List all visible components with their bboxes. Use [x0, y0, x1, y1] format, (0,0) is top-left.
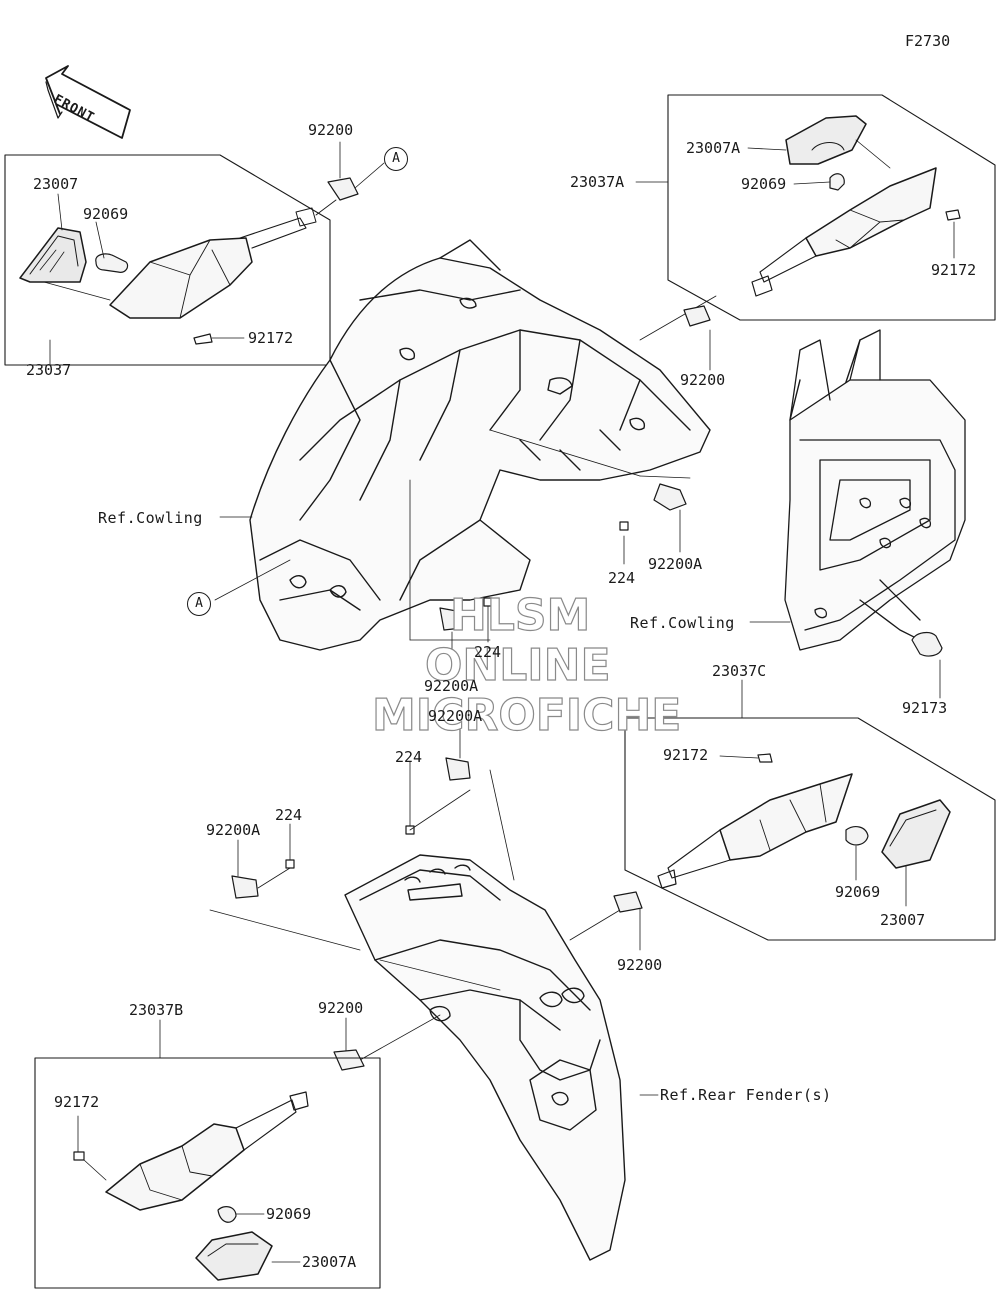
label-23007: 23007 — [33, 175, 79, 193]
ref-cowling-left: Ref.Cowling — [98, 509, 203, 527]
callout-a-top: A — [384, 147, 408, 171]
bulb-92069-icon — [95, 253, 129, 273]
grommet-92200a-c-icon — [445, 757, 471, 781]
grommet-92200-b-icon — [333, 1049, 365, 1071]
assembly-box-23037b — [34, 1057, 381, 1289]
label-23037c: 23037C — [712, 662, 767, 680]
cowling-frame-right-icon — [784, 329, 966, 651]
assembly-box-23037c — [624, 717, 996, 941]
grommet-92200a-d-icon — [231, 875, 259, 899]
ref-rear-fender: Ref.Rear Fender(s) — [660, 1086, 832, 1104]
watermark-line2: ONLINE — [424, 639, 611, 691]
label-92200a-c: 92200A — [428, 707, 483, 725]
bulb-92069-r-icon — [845, 826, 869, 846]
label-23007-r: 23007 — [880, 911, 926, 929]
leader-lines-tr — [635, 139, 955, 371]
turn-signal-lens-23007a-bl-icon — [195, 1231, 273, 1281]
screw-224-d-icon — [285, 859, 295, 869]
label-92200-b: 92200 — [318, 999, 364, 1017]
bulb-92069-tr-icon — [829, 173, 845, 191]
label-92069-bl: 92069 — [266, 1205, 312, 1223]
turn-signal-housing-bl-icon — [105, 1091, 309, 1211]
leader-lines-bl — [77, 1019, 301, 1263]
label-23037: 23037 — [26, 361, 72, 379]
turn-signal-lens-23007-r-icon — [881, 799, 951, 869]
label-92200-top: 92200 — [308, 121, 354, 139]
turn-signal-housing-tr-icon — [751, 167, 937, 297]
screw-224-b-icon — [483, 597, 493, 607]
label-23007a-tr: 23007A — [686, 139, 741, 157]
turn-signal-lens-23007-icon — [19, 227, 87, 283]
label-92069-tl: 92069 — [83, 205, 129, 223]
leader-lines-tl — [43, 141, 385, 366]
label-224-a: 224 — [608, 569, 636, 587]
label-92069-r: 92069 — [835, 883, 881, 901]
turn-signal-housing-r-icon — [657, 773, 853, 889]
rear-fender-icon — [344, 854, 626, 1261]
ref-cowling-right: Ref.Cowling — [630, 614, 735, 632]
label-224-d: 224 — [275, 806, 303, 824]
label-92173: 92173 — [902, 699, 948, 717]
label-92172-bl: 92172 — [54, 1093, 100, 1111]
turn-signal-housing-tl-icon — [109, 199, 337, 319]
callout-a-left: A — [187, 592, 211, 616]
label-92172-tl: 92172 — [248, 329, 294, 347]
label-23037b: 23037B — [129, 1001, 184, 1019]
label-224-c: 224 — [395, 748, 423, 766]
assembly-box-23037 — [4, 154, 331, 366]
label-92200a-a: 92200A — [648, 555, 703, 573]
label-23007a-bl: 23007A — [302, 1253, 357, 1271]
grommet-92200a-a-icon — [653, 483, 687, 511]
front-arrow-icon — [45, 65, 131, 139]
bulb-92069-bl-icon — [217, 1206, 237, 1223]
assembly-box-23037a — [667, 94, 996, 321]
front-cowling-inner-icon — [249, 239, 861, 651]
label-224-b: 224 — [474, 643, 502, 661]
label-23037a: 23037A — [570, 173, 625, 191]
label-92200-mid: 92200 — [680, 371, 726, 389]
watermark-line1: HLSM — [449, 589, 591, 641]
label-92172-r: 92172 — [663, 746, 709, 764]
label-92200a-d: 92200A — [206, 821, 261, 839]
watermark-line3: MICROFICHE — [371, 689, 682, 741]
label-92200-r: 92200 — [617, 956, 663, 974]
grommet-92200-r-icon — [613, 891, 643, 913]
grommet-92200-top-icon — [327, 177, 359, 201]
screw-224-c-icon — [405, 825, 415, 835]
label-92069-tr: 92069 — [741, 175, 787, 193]
screw-92172-tr-icon — [945, 209, 961, 221]
grommet-92200-mid-icon — [683, 305, 711, 327]
leader-lines-fender — [345, 959, 659, 1096]
label-92200a-b: 92200A — [424, 677, 479, 695]
figure-code: F2730 — [905, 32, 951, 50]
label-92172-tr: 92172 — [931, 261, 977, 279]
screw-92172-bl-icon — [73, 1151, 85, 1161]
screw-224-a-icon — [619, 521, 629, 531]
grommet-92200a-b-icon — [439, 607, 463, 631]
turn-signal-lens-23007a-tr-icon — [785, 115, 867, 165]
screw-92172-tl-icon — [193, 333, 213, 345]
screw-92172-r-icon — [757, 753, 773, 763]
clip-92173-icon — [911, 631, 943, 657]
leader-lines-mid — [209, 429, 941, 951]
